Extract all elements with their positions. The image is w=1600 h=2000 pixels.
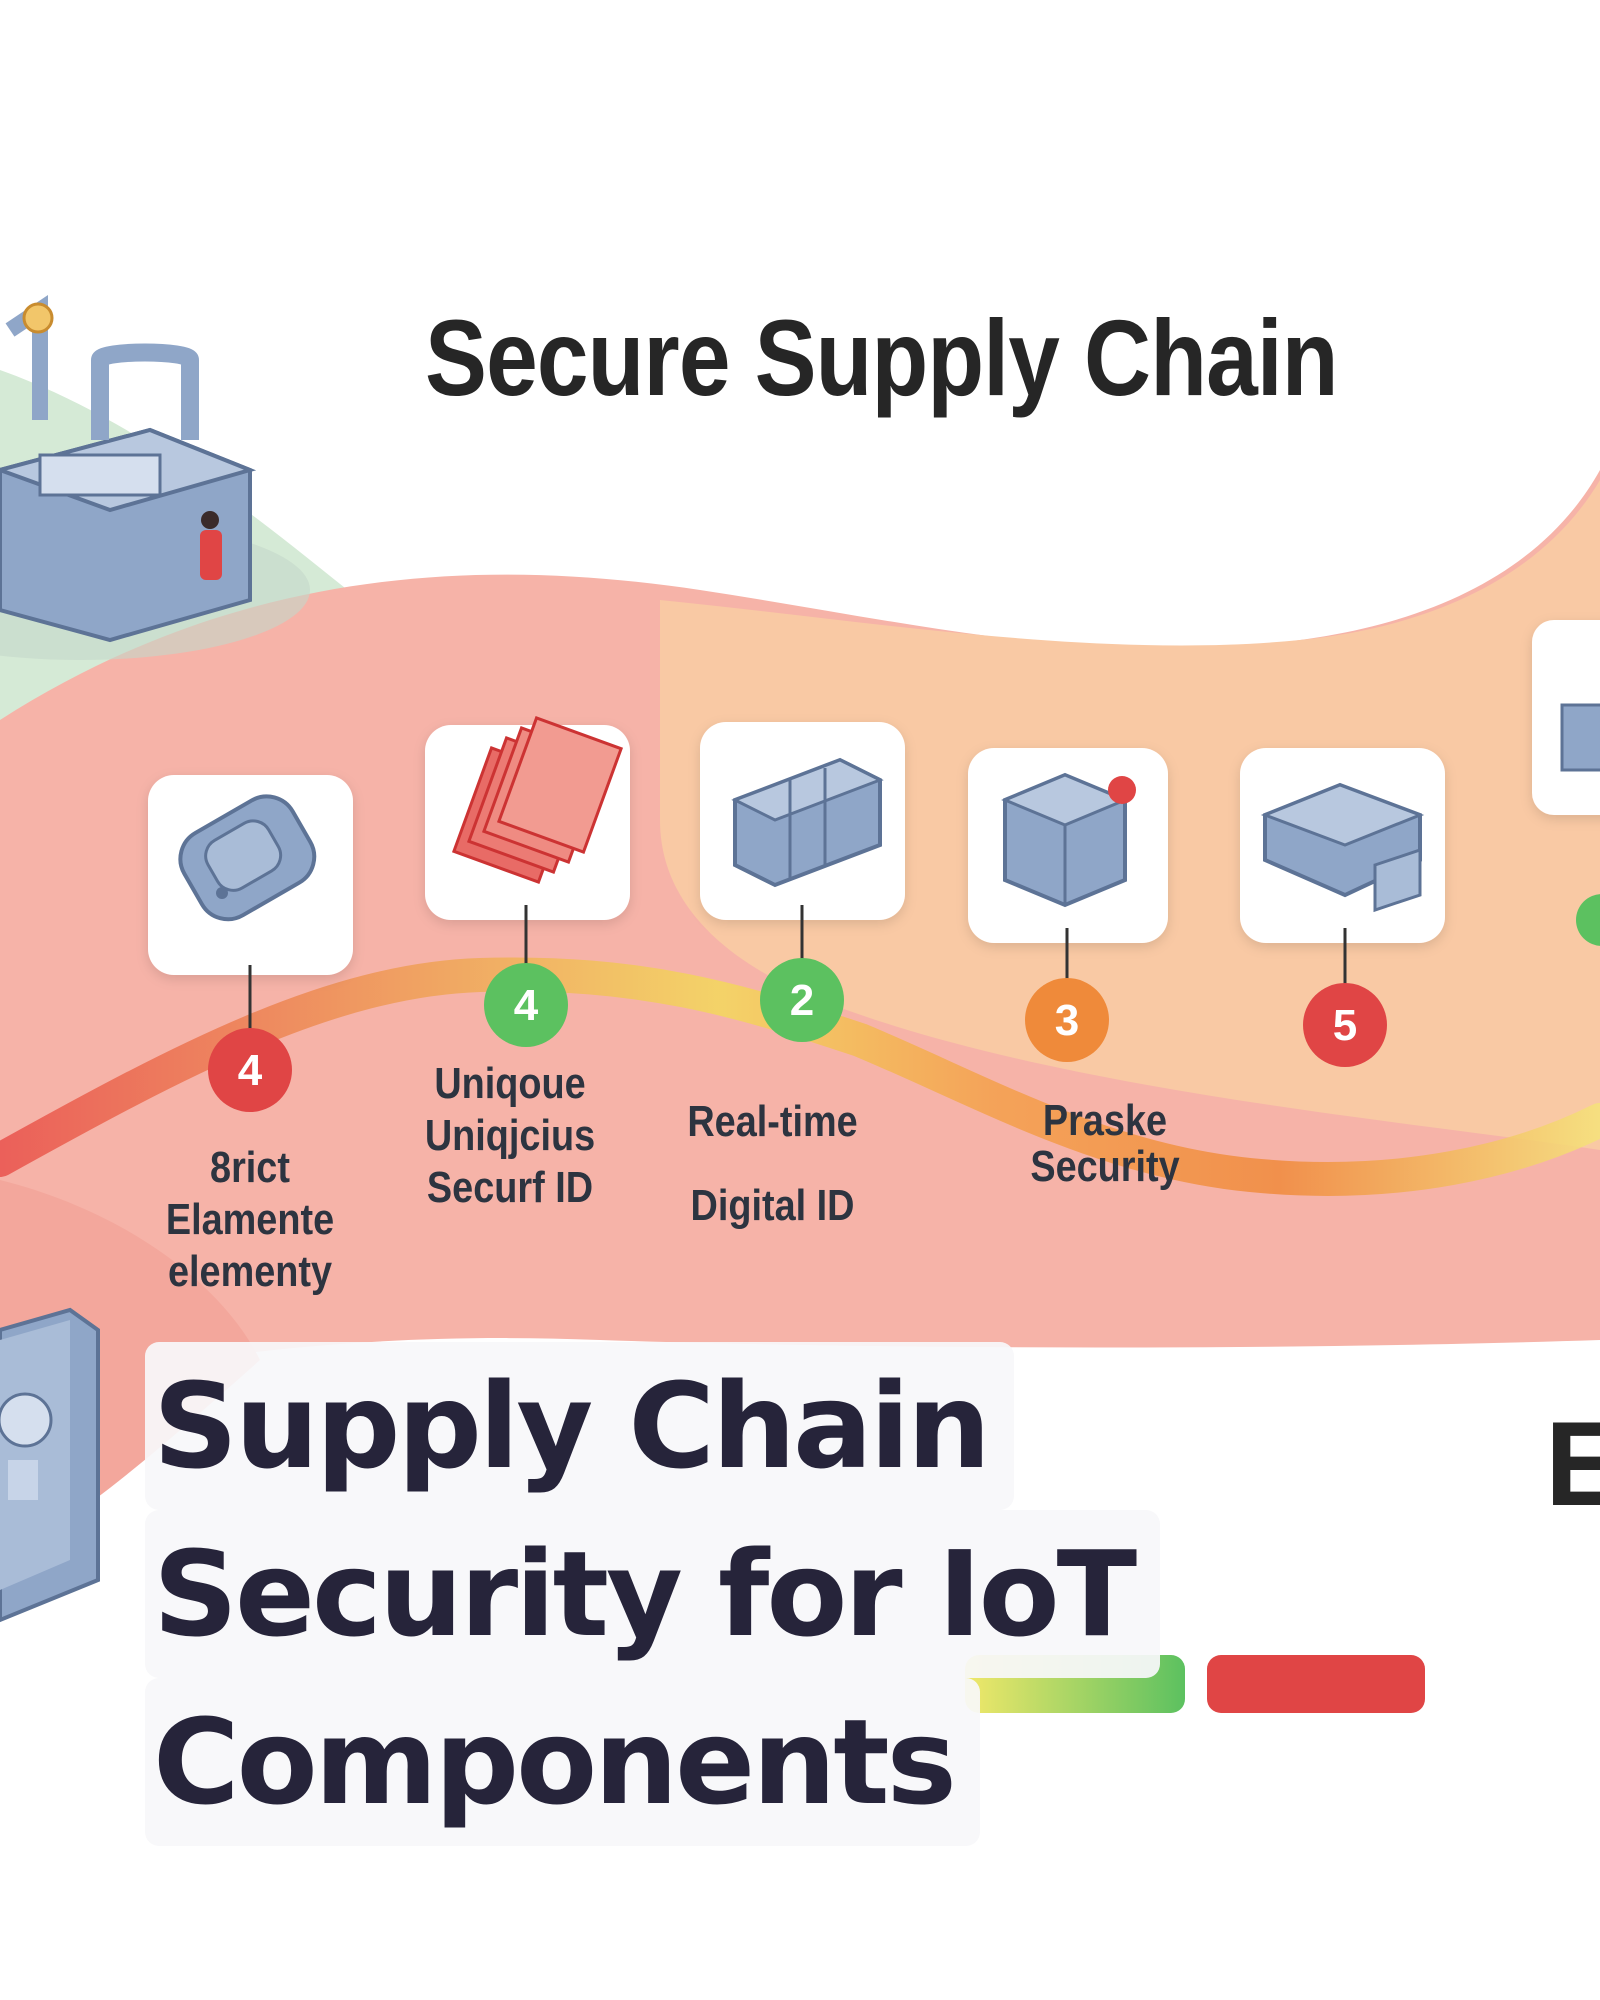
step-3-node: 2 (700, 722, 905, 1042)
cut-off-heading-letter: E (1545, 1397, 1600, 1531)
step-2-node: 4 (425, 716, 630, 1047)
headline-line-3: Components (145, 1678, 980, 1846)
step-4-badge-number: 3 (1055, 996, 1079, 1045)
step-4-badge (1025, 978, 1109, 1062)
headline-line-2: Security for IoT (145, 1510, 1161, 1678)
diagram-title: Secure Supply Chain (425, 297, 1339, 418)
right-edge-card (1532, 620, 1600, 946)
step-5-badge-number: 5 (1333, 1001, 1357, 1050)
module-block-icon (731, 757, 884, 888)
factory-illustration-icon (0, 295, 310, 660)
step-5-badge (1303, 983, 1387, 1067)
sealed-box-icon (1001, 772, 1136, 908)
step-1-badge (208, 1028, 292, 1112)
step-2-badge (484, 963, 568, 1047)
step-5-node: 5 (1240, 748, 1445, 1067)
open-tray-box-icon (1260, 782, 1425, 913)
step-4-node: 3 (968, 748, 1168, 1062)
headline-overlay: Supply Chain Security for IoT Components (145, 1342, 1161, 1846)
step-1-label: 8rict Elamente elementy (165, 1143, 335, 1296)
step-3-label: Real-time Digital ID (687, 1097, 858, 1230)
step-2-badge-number: 4 (514, 981, 539, 1030)
step-4-label: Praske Security (1030, 1096, 1180, 1191)
step-3-badge (760, 958, 844, 1042)
step-3-badge-number: 2 (790, 976, 814, 1025)
step-2-label: Uniqoue Uniqjcius Securf ID (424, 1059, 596, 1212)
secure-element-chip-icon (178, 794, 317, 922)
step-1-badge-number: 4 (238, 1046, 263, 1095)
machine-illustration-icon (0, 1307, 100, 1623)
stacked-cards-icon (451, 716, 624, 884)
flow-path (0, 957, 1600, 1196)
headline-line-1: Supply Chain (145, 1342, 1015, 1510)
step-1-node: 4 (148, 775, 353, 1112)
